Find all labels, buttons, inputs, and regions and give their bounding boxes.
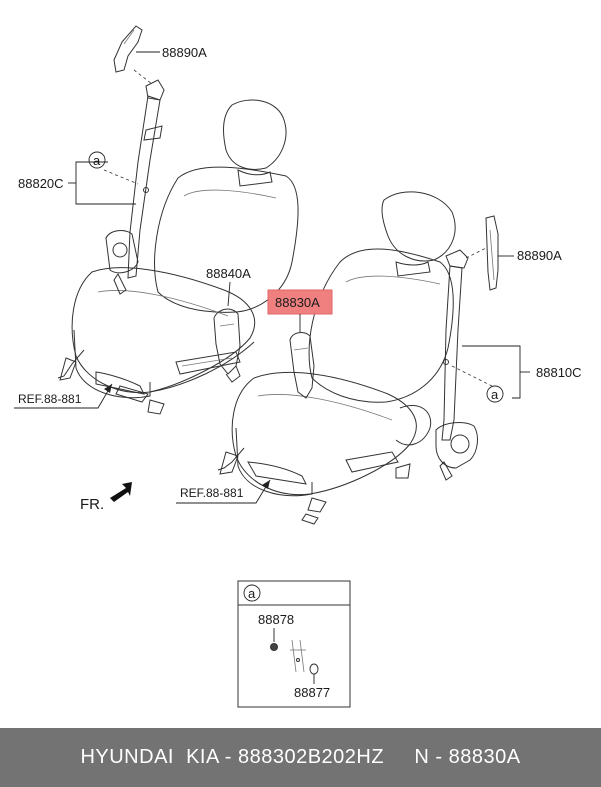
- label-buckle-right: 88830A: [275, 295, 320, 310]
- right-buckle: [289, 332, 315, 399]
- left-belt-assembly: [103, 25, 165, 295]
- seat-belt-diagram: 88890A a 88820C 88840A 88830A 88890A a 8…: [14, 25, 582, 708]
- callout-belt-assembly-right: a 88810C: [462, 345, 582, 403]
- callout-buckle-right: 88830A: [267, 289, 333, 332]
- label-detail-bottom: 88877: [294, 685, 330, 700]
- highlight-box: [267, 289, 333, 315]
- label-belt-assembly-left: 88820C: [18, 176, 64, 191]
- front-direction: FR.: [80, 482, 132, 513]
- callout-buckle-left: 88840A: [206, 266, 251, 307]
- label-buckle-left: 88840A: [206, 266, 251, 281]
- callout-ref-left: REF.88-881: [14, 383, 113, 409]
- label-ref-right: REF.88-881: [180, 486, 244, 500]
- left-buckle: [213, 308, 241, 383]
- footer-text: HYUNDAI KIA - 888302B202HZ N - 88830A: [80, 746, 521, 768]
- callout-belt-assembly-left: a 88820C: [18, 151, 136, 205]
- right-seat: [217, 191, 456, 525]
- label-upper-adjuster-left: 88890A: [162, 45, 207, 60]
- label-belt-assembly-right: 88810C: [536, 365, 582, 380]
- detail-box: a 88878 88877: [237, 580, 351, 708]
- left-seat: [57, 99, 299, 415]
- callout-upper-adjuster-right: 88890A: [498, 248, 562, 263]
- label-front: FR.: [80, 496, 104, 513]
- label-upper-adjuster-right: 88890A: [517, 248, 562, 263]
- front-arrow-icon: [110, 482, 132, 502]
- callout-upper-adjuster-left: 88890A: [136, 45, 207, 60]
- label-detail-top: 88878: [258, 612, 294, 627]
- marker-a-right: a: [491, 387, 499, 402]
- callout-ref-right: REF.88-881: [176, 479, 271, 504]
- detail-marker: a: [248, 586, 256, 601]
- marker-a-left: a: [93, 153, 101, 168]
- footer-bar: HYUNDAI KIA - 888302B202HZ N - 88830A: [0, 728, 601, 787]
- label-ref-left: REF.88-881: [18, 392, 82, 406]
- right-belt-assembly: [435, 215, 499, 481]
